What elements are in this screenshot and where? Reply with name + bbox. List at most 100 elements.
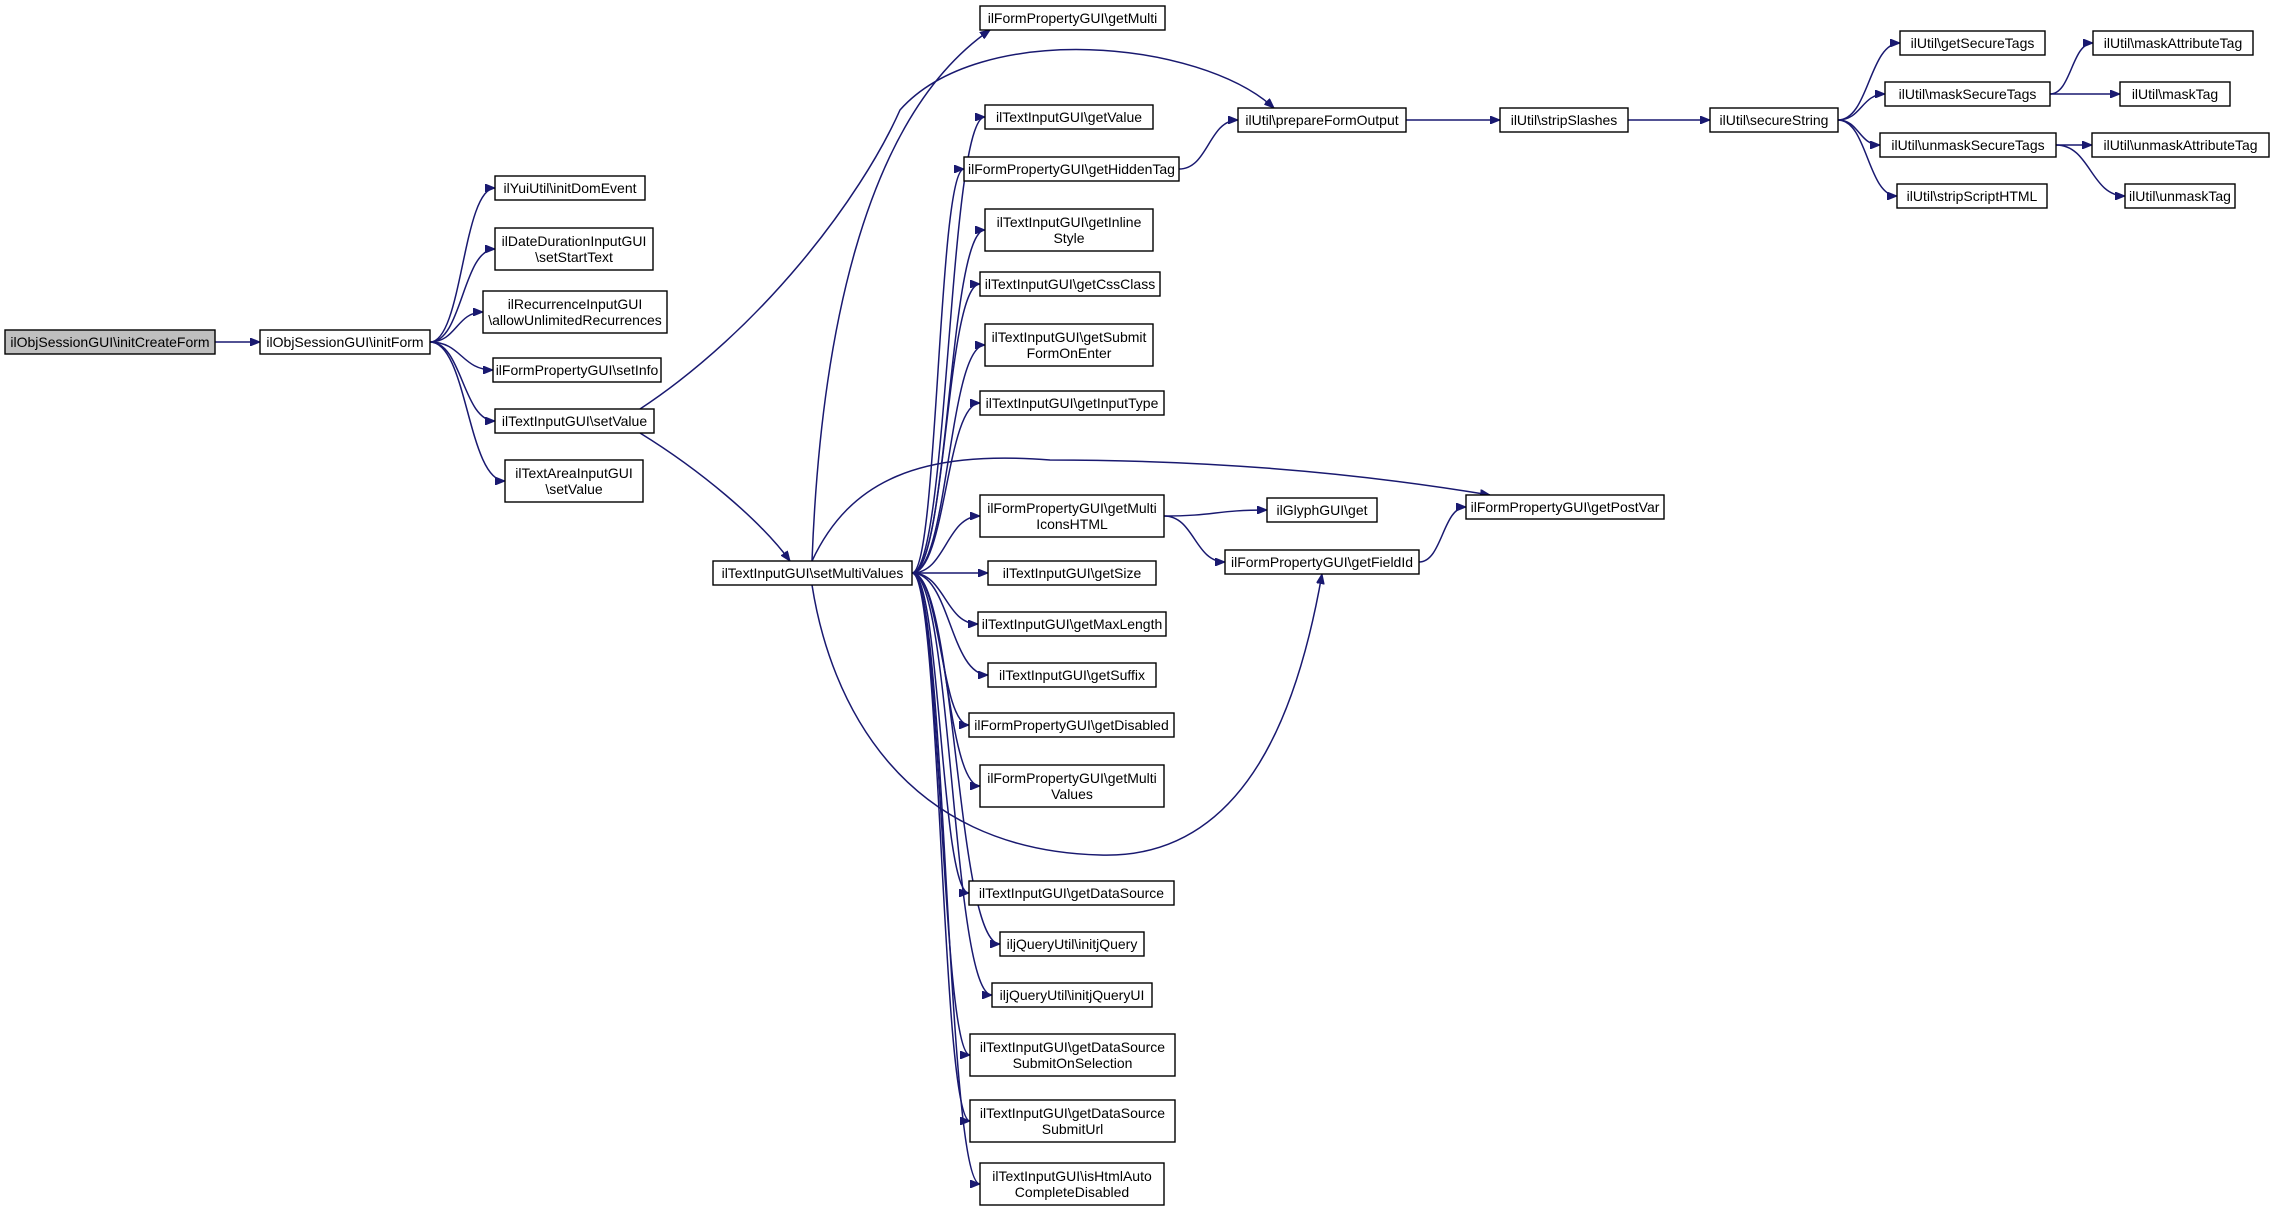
graph-node[interactable]: iljQueryUtil\initjQuery (999, 931, 1145, 957)
graph-node[interactable]: ilGlyphGUI\get (1266, 497, 1378, 523)
graph-node[interactable]: ilYuiUtil\initDomEvent (494, 175, 646, 201)
node-box (1266, 497, 1378, 523)
graph-node[interactable]: ilDateDurationInputGUI\setStartText (494, 227, 654, 271)
graph-node[interactable]: ilUtil\maskTag (2119, 81, 2231, 107)
edge-n8-n12 (911, 230, 986, 574)
graph-node[interactable]: ilRecurrenceInputGUI\allowUnlimitedRecur… (482, 290, 668, 334)
graph-node[interactable]: ilTextInputGUI\isHtmlAutoCompleteDisable… (979, 1162, 1165, 1206)
node-label: ilUtil\prepareFormOutput (1245, 112, 1398, 128)
edge-n6-n28 (639, 48, 1274, 410)
node-box (4, 329, 216, 355)
graph-node[interactable]: ilUtil\unmaskAttributeTag (2091, 132, 2270, 158)
graph-node[interactable]: ilFormPropertyGUI\getPostVar (1465, 494, 1665, 520)
node-label: \allowUnlimitedRecurrences (488, 312, 662, 328)
node-label: Style (1053, 230, 1084, 246)
edge-n35-n38 (2049, 43, 2094, 95)
edge-n16-n29 (1163, 510, 1267, 517)
edge-n8-n27 (911, 572, 981, 1184)
node-label: iljQueryUtil\initjQueryUI (1000, 987, 1145, 1003)
graph-node[interactable]: ilTextInputGUI\getCssClass (979, 271, 1161, 297)
graph-node[interactable]: ilTextInputGUI\setValue (494, 408, 655, 434)
graph-node[interactable]: ilUtil\unmaskTag (2124, 183, 2236, 209)
graph-node[interactable]: ilFormPropertyGUI\getDisabled (968, 712, 1175, 738)
node-label: ilTextAreaInputGUI (515, 465, 633, 481)
graph-node[interactable]: ilTextInputGUI\getValue (984, 104, 1154, 130)
node-label: ilFormPropertyGUI\getMulti (987, 500, 1157, 516)
node-label: ilTextInputGUI\getDataSource (980, 1105, 1165, 1121)
node-label: ilTextInputGUI\isHtmlAuto (992, 1168, 1152, 1184)
node-label: ilTextInputGUI\getDataSource (980, 1039, 1165, 1055)
edge-n1-n2 (429, 188, 496, 343)
graph-node[interactable]: ilTextInputGUI\setMultiValues (712, 560, 913, 586)
node-label: iljQueryUtil\initjQuery (1007, 936, 1138, 952)
node-label: ilDateDurationInputGUI (502, 233, 647, 249)
node-label: ilFormPropertyGUI\getMulti (988, 10, 1158, 26)
node-label: ilFormPropertyGUI\setInfo (496, 362, 659, 378)
graph-node[interactable]: ilTextInputGUI\getInputType (979, 390, 1165, 416)
node-box (968, 712, 1175, 738)
graph-node[interactable]: ilTextInputGUI\getSuffix (987, 662, 1157, 688)
node-box (259, 329, 431, 355)
node-label: ilTextInputGUI\getDataSource (979, 885, 1164, 901)
edge-n33-n35 (1837, 94, 1886, 121)
node-label: ilUtil\maskTag (2132, 86, 2218, 102)
graph-node[interactable]: iljQueryUtil\initjQueryUI (991, 982, 1153, 1008)
graph-node[interactable]: ilUtil\prepareFormOutput (1237, 107, 1407, 133)
graph-node[interactable]: ilTextInputGUI\getDataSourceSubmitOnSele… (969, 1033, 1176, 1077)
edge-n6-n8 (639, 432, 790, 561)
graph-node[interactable]: ilUtil\secureString (1709, 107, 1839, 133)
node-label: ilFormPropertyGUI\getFieldId (1231, 554, 1413, 570)
edge-n8-n24 (911, 572, 993, 995)
node-box (979, 271, 1161, 297)
edge-n8-n31 (811, 457, 1490, 562)
graph-node[interactable]: ilUtil\maskSecureTags (1884, 81, 2051, 107)
graph-node[interactable]: ilTextInputGUI\getMaxLength (977, 611, 1167, 637)
node-box (494, 227, 654, 271)
graph-node[interactable]: ilFormPropertyGUI\setInfo (492, 357, 662, 383)
graph-node[interactable]: ilTextInputGUI\getSize (987, 560, 1157, 586)
node-box (984, 323, 1154, 367)
node-box (999, 931, 1145, 957)
node-box (1224, 549, 1420, 575)
graph-node[interactable]: ilUtil\getSecureTags (1899, 30, 2046, 56)
edge-n1-n7 (429, 341, 506, 481)
edge-n8-n16 (911, 516, 980, 574)
node-box (979, 5, 1166, 31)
node-label: ilTextInputGUI\getSuffix (999, 667, 1145, 683)
graph-node[interactable]: ilObjSessionGUI\initForm (259, 329, 431, 355)
graph-node[interactable]: ilFormPropertyGUI\getMulti (979, 5, 1166, 31)
graph-node[interactable]: ilUtil\stripSlashes (1499, 107, 1629, 133)
node-label: ilFormPropertyGUI\getDisabled (974, 717, 1169, 733)
graph-node[interactable]: ilUtil\maskAttributeTag (2092, 30, 2254, 56)
node-label: ilTextInputGUI\setValue (502, 413, 647, 429)
node-label: ilYuiUtil\initDomEvent (503, 180, 636, 196)
node-box (969, 1033, 1176, 1077)
node-box (984, 208, 1154, 252)
graph-node[interactable]: ilTextAreaInputGUI\setValue (504, 459, 644, 503)
graph-node[interactable]: ilTextInputGUI\getDataSource (968, 880, 1175, 906)
node-label: ilTextInputGUI\getValue (996, 109, 1142, 125)
edge-n1-n5 (429, 341, 493, 370)
edge-n8-n13 (911, 284, 981, 574)
node-label: ilTextInputGUI\getSubmit (992, 329, 1147, 345)
node-label: ilFormPropertyGUI\getMulti (987, 770, 1157, 786)
node-label: ilUtil\unmaskSecureTags (1891, 137, 2044, 153)
node-label: SubmitOnSelection (1013, 1055, 1133, 1071)
node-box (1237, 107, 1407, 133)
node-box (1499, 107, 1629, 133)
graph-node[interactable]: ilFormPropertyGUI\getHiddenTag (963, 156, 1180, 182)
graph-node[interactable]: ilUtil\unmaskSecureTags (1879, 132, 2057, 158)
node-label: ilUtil\unmaskTag (2129, 188, 2231, 204)
node-label: \setValue (545, 481, 603, 497)
graph-node[interactable]: ilUtil\stripScriptHTML (1896, 183, 2048, 209)
edge-n8-n11 (911, 169, 965, 574)
node-label: ilUtil\secureString (1720, 112, 1829, 128)
node-box (963, 156, 1180, 182)
graph-node[interactable]: ilFormPropertyGUI\getFieldId (1224, 549, 1420, 575)
graph-node[interactable]: ilObjSessionGUI\initCreateForm (4, 329, 216, 355)
